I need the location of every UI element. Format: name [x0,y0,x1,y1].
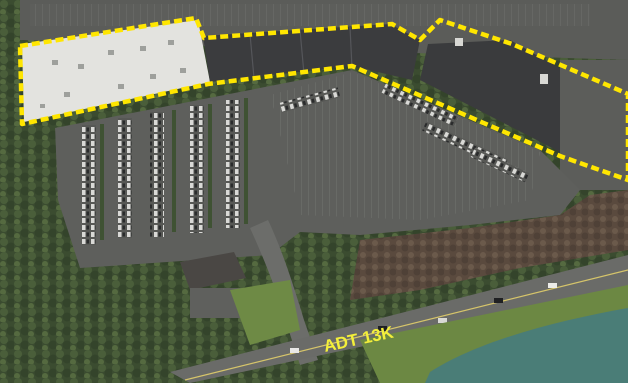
small-building [180,252,246,290]
parked-car-rows [82,83,530,245]
roof-divider-lines [249,26,353,79]
wooded-area-left [0,128,230,383]
rooftop-hvac-units [40,40,186,108]
dark-roof-building-right [420,40,598,152]
dark-roof-building-center [203,24,420,82]
site-outline [17,15,628,183]
entrance-grass [230,280,300,345]
rear-parking-stalls [30,4,590,26]
parking-stalls-right [270,72,540,220]
road-vehicles [290,283,557,353]
main-road [170,255,628,383]
wooded-slope-right [350,190,628,300]
road-center-line [184,269,628,381]
pond [425,308,628,383]
rooftop-unit-right [540,74,548,84]
rooftop-unit-right-2 [455,38,463,46]
parking-tree-islands [100,98,248,240]
